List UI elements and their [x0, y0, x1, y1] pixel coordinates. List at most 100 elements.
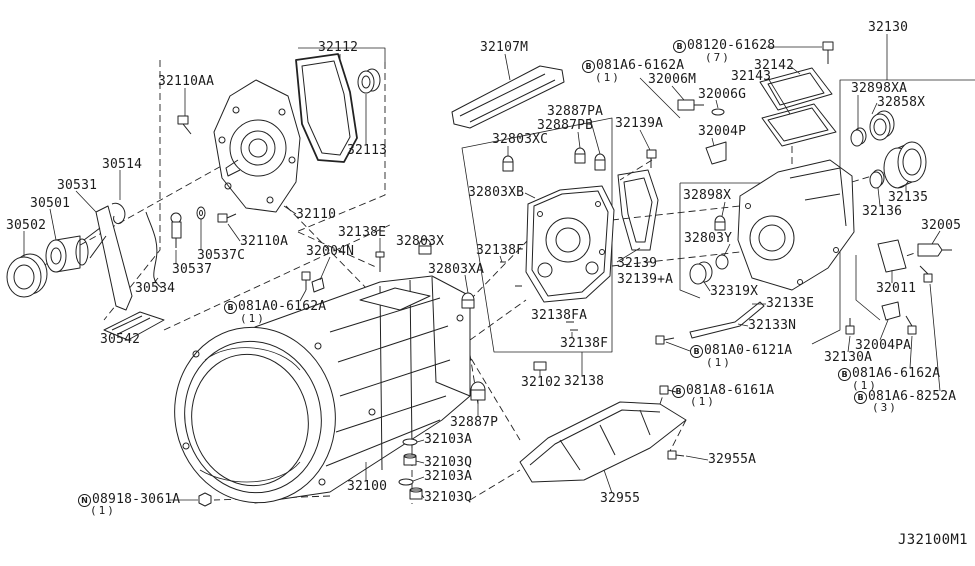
group-frames [298, 47, 975, 353]
part-label-32143: 32143 [731, 69, 772, 84]
part-label-30542: 30542 [100, 332, 141, 347]
part-label-32110: 32110 [296, 207, 337, 222]
part-label-32803xc: 32803XC [492, 132, 549, 147]
part-label-32136: 32136 [862, 204, 903, 219]
fastener-code: 081A8-6161A [686, 383, 775, 398]
circled-prefix-symbol: B [672, 385, 685, 398]
part-label-32955a: 32955A [708, 452, 757, 467]
part-label-32005: 32005 [921, 218, 962, 233]
part-label-32130a: 32130A [824, 350, 873, 365]
part-label-30531: 30531 [57, 178, 98, 193]
leader-lines [23, 34, 941, 501]
fastener-code: 081A0-6162A [238, 299, 327, 314]
circled-prefix-symbol: B [224, 301, 237, 314]
part-label-32100: 32100 [347, 479, 388, 494]
part-label-32142: 32142 [754, 58, 795, 73]
part-label-32130: 32130 [868, 20, 909, 35]
part-label-30502: 30502 [6, 218, 47, 233]
fastener-quantity: (1) [706, 356, 732, 369]
circled-prefix-symbol: B [854, 391, 867, 404]
part-label-30534: 30534 [135, 281, 176, 296]
circled-prefix-symbol: B [582, 60, 595, 73]
part-label-32898x: 32898X [683, 188, 732, 203]
fastener-quantity: (1) [90, 504, 116, 517]
part-label-32133n: 32133N [748, 318, 797, 333]
circled-prefix-symbol: N [78, 494, 91, 507]
part-label-32103a: 32103A [424, 432, 473, 447]
part-label-32887pa: 32887PA [547, 104, 604, 119]
part-label-32803x: 32803X [396, 234, 445, 249]
part-label-32138e: 32138E [338, 225, 387, 240]
part-label-32139a: 32139A [615, 116, 664, 131]
fastener-quantity: (1) [595, 71, 621, 84]
fastener-quantity: (1) [690, 395, 716, 408]
part-label-32135: 32135 [888, 190, 929, 205]
fastener-code: 081A0-6121A [704, 343, 793, 358]
part-label-32319x: 32319X [710, 284, 759, 299]
part-label-32102: 32102 [521, 375, 562, 390]
under-cover-drawing [519, 401, 687, 483]
part-label-30537: 30537 [172, 262, 213, 277]
part-label-32139: 32139 [617, 256, 658, 271]
part-label-32103q: 32103Q [424, 455, 473, 470]
circled-prefix-symbol: B [838, 368, 851, 381]
fastener-quantity: (3) [872, 401, 898, 414]
diagram-reference-code: J32100M1 [898, 532, 968, 548]
dashed-assembly-guides [31, 60, 925, 504]
circled-prefix-symbol: B [690, 345, 703, 358]
part-label-30514: 30514 [102, 157, 143, 172]
part-label-32110a: 32110A [240, 234, 289, 249]
part-label-32898xa: 32898XA [851, 81, 908, 96]
part-label-32103a-lower: 32103A [424, 469, 473, 484]
part-label-32006g: 32006G [698, 87, 747, 102]
part-label-32103q-lower: 32103Q [424, 490, 473, 505]
part-label-32004p: 32004P [698, 124, 747, 139]
fastener-code: 081A6-6162A [852, 366, 941, 381]
part-label-32112: 32112 [318, 40, 359, 55]
fastener-code: 081A6-8252A [868, 389, 957, 404]
transmission-case-drawing [174, 275, 471, 504]
part-label-32107m: 32107M [480, 40, 529, 55]
part-label-32803xa: 32803XA [428, 262, 485, 277]
oil-seal-drawing [357, 68, 381, 94]
fastener-quantity: (1) [240, 312, 266, 325]
fastener-quantity: (1) [852, 379, 878, 392]
part-label-32004pa: 32004PA [855, 338, 912, 353]
part-label-32955: 32955 [600, 491, 641, 506]
part-label-32011: 32011 [876, 281, 917, 296]
adapter-plate-group-drawing [451, 65, 659, 371]
part-label-32139-plus-a: 32139+A [617, 272, 674, 287]
part-label-32006m: 32006M [648, 72, 697, 87]
fastener-code: 08918-3061A [92, 492, 181, 507]
part-label-30537c: 30537C [197, 248, 246, 263]
front-cover-drawing [213, 79, 301, 213]
part-label-32110aa: 32110AA [158, 74, 215, 89]
part-label-30501: 30501 [30, 196, 71, 211]
fastener-code: 08120-61628 [687, 38, 776, 53]
fastener-quantity: (7) [705, 51, 731, 64]
clutch-release-parts-drawing [6, 202, 206, 341]
fastener-code: 081A6-6162A [596, 58, 685, 73]
part-label-32138: 32138 [564, 374, 605, 389]
part-label-32113: 32113 [347, 143, 388, 158]
part-label-32004n: 32004N [306, 244, 355, 259]
part-label-32887pb: 32887PB [537, 118, 594, 133]
part-label-32138f-lower: 32138F [560, 336, 609, 351]
part-label-32803xb: 32803XB [468, 185, 525, 200]
circled-prefix-symbol: B [673, 40, 686, 53]
part-label-32138fa: 32138FA [531, 308, 588, 323]
bushings-drawing [311, 238, 486, 500]
part-label-32887p: 32887P [450, 415, 499, 430]
part-label-32858x: 32858X [877, 95, 926, 110]
extension-housing-group-drawing [677, 67, 952, 339]
